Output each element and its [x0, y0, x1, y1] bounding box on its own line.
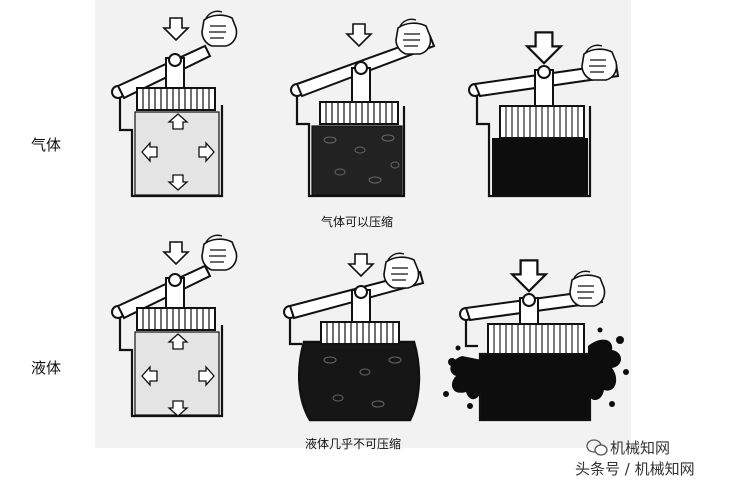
gas-label: 气体: [31, 136, 62, 154]
gas-fully-compressed: [468, 31, 620, 198]
down-arrow-icon: [163, 241, 189, 265]
splash-icon: [443, 327, 629, 409]
hand-icon: [581, 44, 618, 81]
down-arrow-icon: [346, 23, 372, 47]
down-arrow-icon: [348, 253, 374, 277]
wechat-icon: [586, 439, 608, 456]
hand-icon: [383, 252, 420, 289]
down-arrow-icon: [163, 17, 189, 41]
gas-caption: 气体可以压缩: [321, 215, 394, 229]
gas-uncompressed: [111, 10, 238, 198]
down-arrow-icon: [511, 259, 547, 293]
down-arrow-icon: [526, 31, 562, 65]
hand-icon: [395, 18, 432, 55]
watermark-credit: 头条号 / 机械知网: [575, 460, 695, 478]
liquid-uncompressed: [111, 234, 238, 418]
liquid-pressed-bulging: [283, 252, 425, 422]
hand-icon: [201, 234, 238, 271]
liquid-caption: 液体几乎不可压缩: [305, 437, 402, 451]
hand-icon: [569, 270, 606, 307]
liquid-label: 液体: [31, 359, 62, 377]
gas-half-compressed: [290, 18, 436, 198]
watermark-title: 机械知网: [610, 439, 671, 457]
hand-icon: [201, 10, 238, 47]
liquid-bursting: [443, 259, 629, 422]
